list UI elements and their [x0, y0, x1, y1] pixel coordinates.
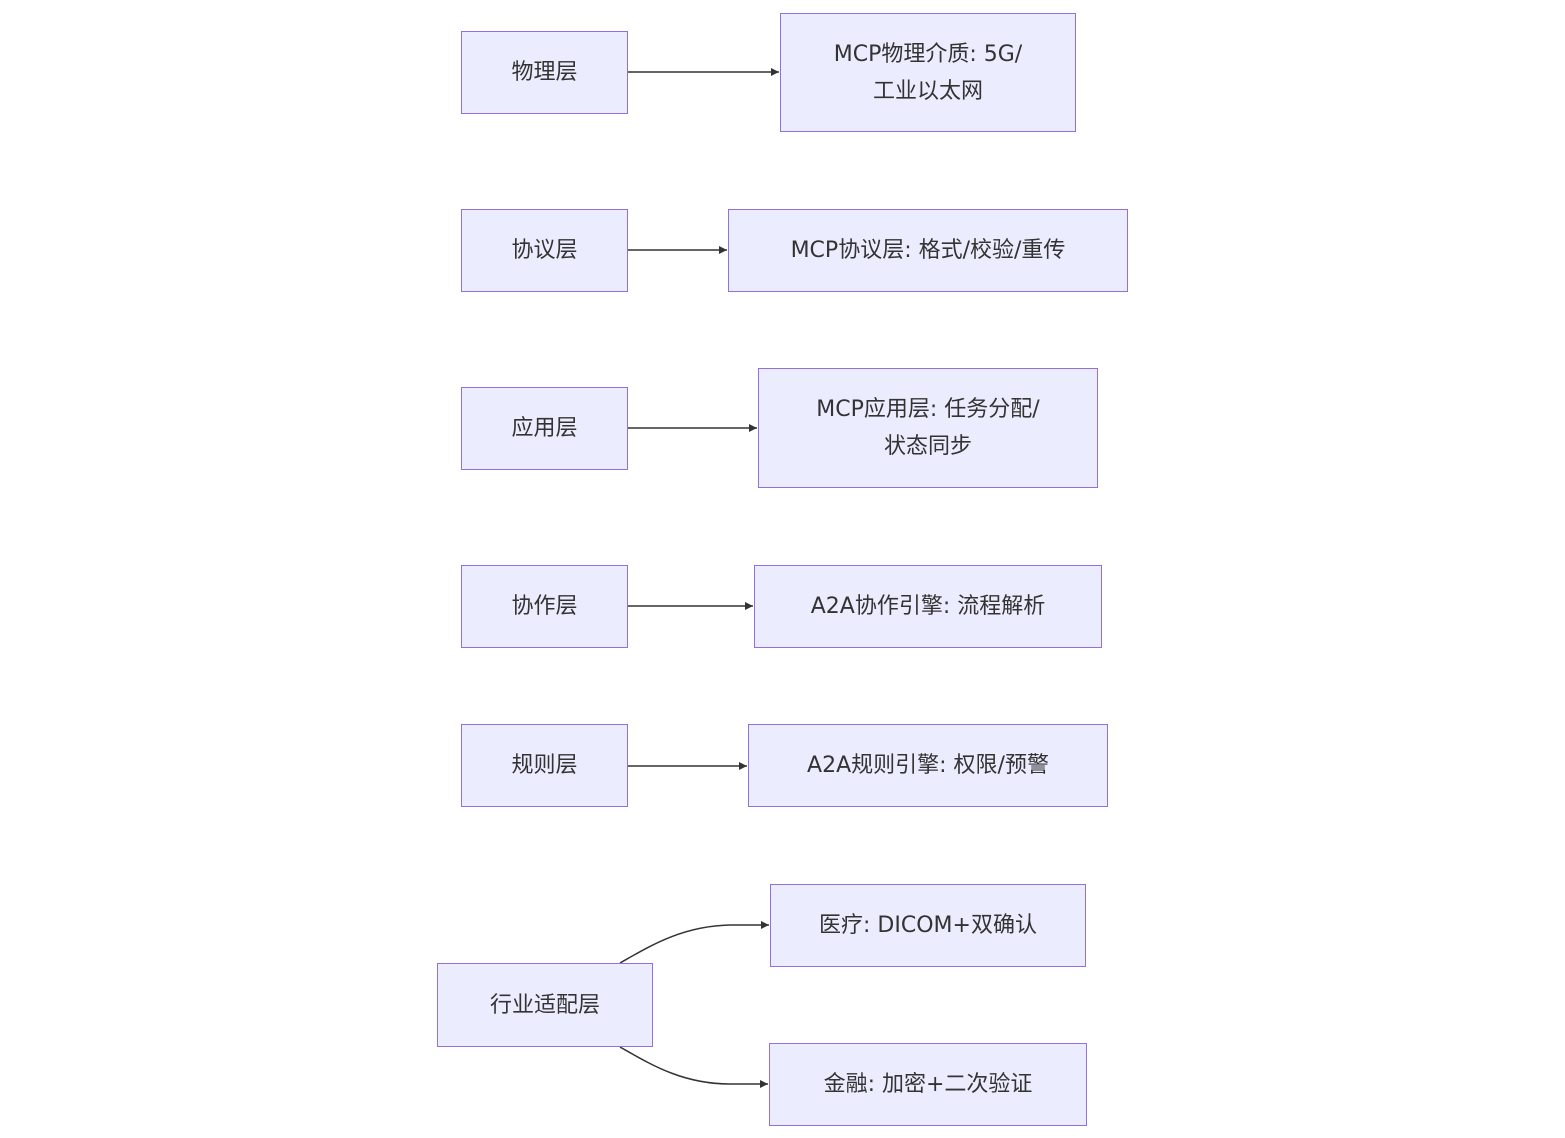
- node-finance: 金融: 加密+二次验证: [769, 1043, 1087, 1126]
- node-protocol-layer: 协议层: [461, 209, 628, 292]
- node-finance-label: 金融: 加密+二次验证: [823, 1072, 1033, 1097]
- node-rules-layer-label: 规则层: [511, 753, 578, 778]
- node-protocol-layer-label: 协议层: [511, 238, 578, 263]
- node-application-layer-label: 应用层: [511, 416, 578, 441]
- node-medical: 医疗: DICOM+双确认: [770, 884, 1086, 967]
- node-mcp-physical-medium-line2: 工业以太网: [872, 78, 983, 104]
- node-mcp-protocol-layer-label: MCP协议层: 格式/校验/重传: [790, 238, 1066, 263]
- node-mcp-application-layer-line1: MCP应用层: 任务分配/: [816, 397, 1040, 422]
- node-collaboration-layer: 协作层: [461, 565, 628, 648]
- node-mcp-application-layer-line2: 状态同步: [883, 434, 972, 459]
- node-medical-label: 医疗: DICOM+双确认: [819, 913, 1037, 938]
- node-physical-layer: 物理层: [461, 31, 628, 114]
- node-application-layer: 应用层: [461, 387, 628, 470]
- node-mcp-protocol-layer: MCP协议层: 格式/校验/重传: [728, 209, 1128, 292]
- node-mcp-physical-medium-line1: MCP物理介质: 5G/: [833, 41, 1023, 67]
- node-a2a-rules-engine: A2A规则引擎: 权限/预警: [748, 724, 1108, 807]
- node-a2a-collaboration-engine-label: A2A协作引擎: 流程解析: [810, 594, 1046, 619]
- edge-industry-to-medical: [619, 921, 769, 964]
- node-rules-layer: 规则层: [461, 724, 628, 807]
- node-a2a-collaboration-engine: A2A协作引擎: 流程解析: [754, 565, 1102, 648]
- node-mcp-physical-medium-label: MCP物理介质: 5G/ 工业以太网: [834, 36, 1022, 110]
- edge-industry-to-finance: [619, 1046, 768, 1088]
- node-mcp-application-layer: MCP应用层: 任务分配/ 状态同步: [758, 368, 1098, 488]
- node-collaboration-layer-label: 协作层: [511, 594, 578, 619]
- node-industry-adaptation-layer: 行业适配层: [437, 963, 653, 1047]
- node-a2a-rules-engine-label: A2A规则引擎: 权限/预警: [807, 753, 1049, 778]
- node-mcp-physical-medium: MCP物理介质: 5G/ 工业以太网: [780, 13, 1076, 132]
- node-mcp-application-layer-label: MCP应用层: 任务分配/ 状态同步: [816, 391, 1039, 465]
- node-physical-layer-label: 物理层: [511, 60, 578, 85]
- node-industry-adaptation-layer-label: 行业适配层: [489, 992, 600, 1018]
